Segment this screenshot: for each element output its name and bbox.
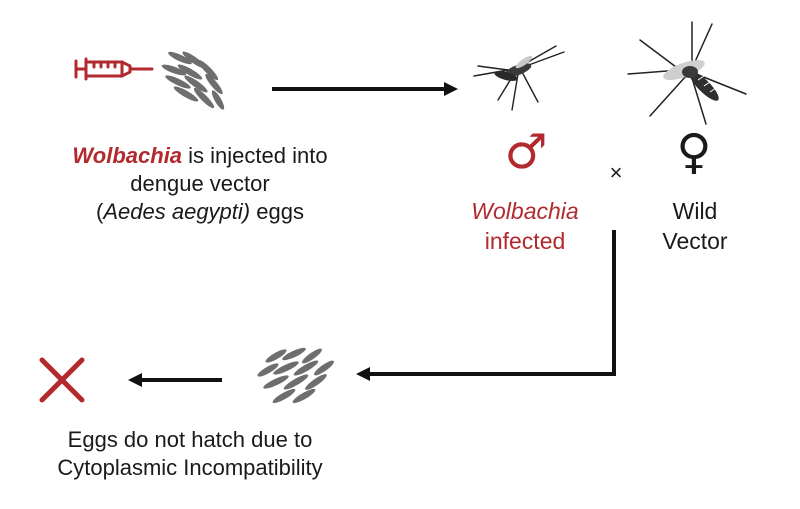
male-label: Wolbachia infected [450, 196, 600, 256]
wolbachia-highlight: Wolbachia [72, 143, 183, 168]
female-label: Wild Vector [640, 196, 750, 256]
male-symbol: ♂ [504, 124, 548, 180]
eggs-icon [161, 51, 225, 110]
female-label-line-1: Wild [672, 198, 718, 224]
caption-line-1: Wolbachia is injected into [72, 143, 328, 168]
cross-symbol: × [609, 160, 623, 185]
arrow-left [128, 373, 222, 387]
syringe-icon [74, 57, 154, 81]
result-caption: Eggs do not hatch due to Cytoplasmic Inc… [10, 426, 370, 482]
female-symbol: ♀ [676, 124, 712, 180]
mosquito-icon [473, 45, 565, 111]
x-mark-icon [39, 357, 85, 403]
female-label-line-2: Vector [662, 228, 728, 254]
arrow-right [272, 82, 458, 96]
result-line-1: Eggs do not hatch due to [67, 427, 313, 452]
male-label-line-1: Wolbachia [471, 198, 579, 224]
caption-line-2: dengue vector [130, 171, 270, 196]
male-label-line-2: infected [484, 228, 566, 254]
injection-caption: Wolbachia is injected into dengue vector… [40, 142, 360, 226]
mosquito-icon [627, 21, 747, 125]
eggs-icon [257, 347, 334, 404]
result-line-2: Cytoplasmic Incompatibility [57, 455, 323, 480]
caption-line-3: (Aedes aegypti) eggs [96, 199, 304, 224]
arrow-elbow [356, 230, 616, 381]
